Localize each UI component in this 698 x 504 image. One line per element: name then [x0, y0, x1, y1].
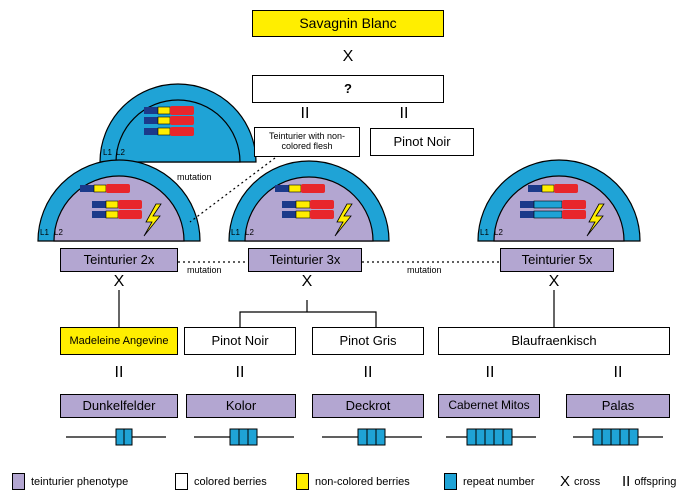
layer-label-l2-original: L2	[116, 148, 125, 157]
legend-cross: X cross	[560, 473, 600, 490]
legend-colored: colored berries	[175, 473, 267, 490]
offspring-symbol-teinturier: II	[300, 105, 310, 122]
pinot-gris-box: Pinot Gris	[312, 327, 424, 355]
cross-symbol-2x: X	[113, 273, 125, 290]
legend-non-colored: non-colored berries	[296, 473, 410, 490]
legend-label-offspring: offspring	[634, 475, 677, 488]
offspring-symbol-cabernet-mitos: II	[485, 364, 495, 381]
offspring-symbol-kolor: II	[235, 364, 245, 381]
mutation-label-2x-3x: mutation	[187, 265, 222, 275]
layer-label-l1-2x: L1	[40, 228, 49, 237]
teinturier-3x-box: Teinturier 3x	[248, 248, 362, 272]
cross-symbol-5x: X	[548, 273, 560, 290]
pinot-noir-box: Pinot Noir	[184, 327, 296, 355]
teinturier-original-box: Teinturier with non-colored flesh	[254, 127, 360, 157]
repeat-glyph-kolor	[194, 428, 294, 446]
unknown-parent-box: ?	[252, 75, 444, 103]
offspring-box-dunkelfelder: Dunkelfelder	[60, 394, 178, 418]
legend-label-cross: cross	[574, 475, 601, 488]
legend-label-repeat: repeat number	[463, 475, 535, 488]
lightning-icon-3x	[334, 203, 353, 237]
legend-offspring-symbol: II	[622, 473, 631, 490]
blaufraenkisch-box: Blaufraenkisch	[438, 327, 670, 355]
legend-offspring: II offspring	[622, 473, 676, 490]
chromosome-glyphs-original	[144, 106, 194, 136]
layer-label-l1-3x: L1	[231, 228, 240, 237]
offspring-box-cabernet-mitos: Cabernet Mitos	[438, 394, 540, 418]
chromosome-glyphs-2x	[80, 184, 142, 219]
offspring-box-deckrot: Deckrot	[312, 394, 424, 418]
legend-label-colored: colored berries	[194, 475, 267, 488]
madeleine-angevine-box: Madeleine Angevine	[60, 327, 178, 355]
legend-swatch-yellow	[296, 473, 309, 490]
teinturier-2x-box: Teinturier 2x	[60, 248, 178, 272]
chromosome-glyphs-3x	[275, 184, 334, 219]
pinot-noir-parent-box: Pinot Noir	[370, 128, 474, 156]
connector-3x	[239, 311, 377, 327]
legend-swatch-blue	[444, 473, 457, 490]
legend-swatch-purple	[12, 473, 25, 490]
cross-symbol-3x: X	[301, 273, 313, 290]
lightning-icon-2x	[143, 203, 162, 237]
layer-label-l2-3x: L2	[245, 228, 254, 237]
legend-cross-symbol: X	[560, 473, 571, 490]
cross-symbol-top: X	[342, 48, 354, 65]
legend-swatch-white	[175, 473, 188, 490]
offspring-box-kolor: Kolor	[186, 394, 296, 418]
offspring-box-palas: Palas	[566, 394, 670, 418]
mutation-label-3x-5x: mutation	[407, 265, 442, 275]
legend-teinturier: teinturier phenotype	[12, 473, 128, 490]
legend-repeat: repeat number	[444, 473, 535, 490]
chromosome-glyphs-5x	[520, 184, 586, 219]
repeat-glyph-dunkelfelder	[66, 428, 166, 446]
savagnin-blanc-box: Savagnin Blanc	[252, 10, 444, 37]
layer-label-l1-5x: L1	[480, 228, 489, 237]
repeat-glyph-palas	[573, 428, 663, 446]
teinturier-5x-box: Teinturier 5x	[500, 248, 614, 272]
layer-label-l2-5x: L2	[494, 228, 503, 237]
mutation-label-original: mutation	[177, 172, 212, 182]
repeat-glyph-deckrot	[322, 428, 422, 446]
lightning-icon-5x	[586, 203, 605, 237]
legend-label-non-colored: non-colored berries	[315, 475, 410, 488]
layer-label-l2-2x: L2	[54, 228, 63, 237]
offspring-symbol-deckrot: II	[363, 364, 373, 381]
offspring-symbol-pinot-noir-parent: II	[399, 105, 409, 122]
repeat-glyph-cabernet-mitos	[446, 428, 536, 446]
legend-label-teinturier: teinturier phenotype	[31, 475, 129, 488]
layer-label-l1-original: L1	[103, 148, 112, 157]
offspring-symbol-dunkelfelder: II	[114, 364, 124, 381]
offspring-symbol-palas: II	[613, 364, 623, 381]
